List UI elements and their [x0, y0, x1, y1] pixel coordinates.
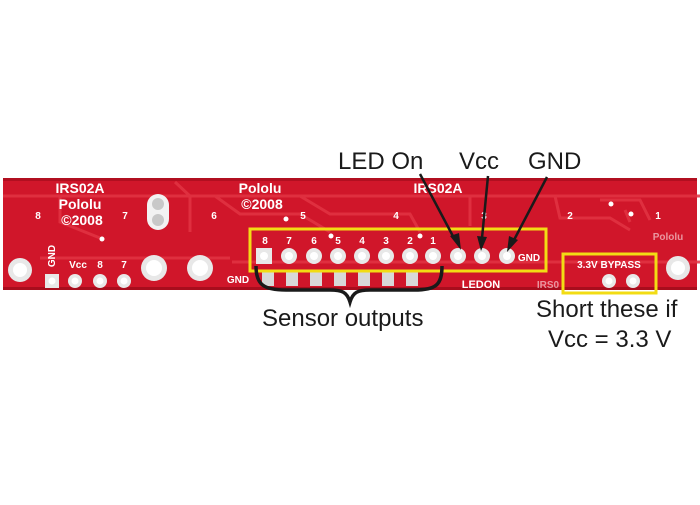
- header-number: 7: [286, 236, 292, 247]
- led-on-callout: LED On: [338, 148, 424, 175]
- top-number: 7: [122, 211, 128, 222]
- left-block-line3: ©2008: [61, 212, 103, 228]
- pcb-edge-top: [3, 178, 697, 181]
- callout-arrows: [418, 173, 549, 252]
- left-pin-vcc: Vcc: [69, 260, 87, 271]
- left-pin-7: 7: [121, 260, 127, 271]
- vcc-callout: Vcc: [459, 148, 500, 175]
- mounting-holes: [8, 255, 690, 282]
- bypass-label: 3.3V BYPASS: [577, 260, 641, 271]
- left-pin-gnd: GND: [47, 245, 58, 267]
- right-block-line1: IRS02A: [413, 180, 462, 196]
- header-number: 5: [335, 236, 341, 247]
- left-pins: [45, 274, 131, 288]
- top-number: 5: [300, 211, 306, 222]
- bypass-pads: [602, 274, 640, 288]
- header-number: 1: [430, 236, 436, 247]
- left-block-line1: IRS02A: [55, 180, 104, 196]
- header-number: 6: [311, 236, 317, 247]
- header-number: 2: [407, 236, 413, 247]
- gnd-callout: GND: [528, 148, 582, 175]
- lower-pads: [262, 272, 418, 286]
- left-block-line2: Pololu: [59, 196, 102, 212]
- pcb-edge-bottom: [3, 287, 697, 290]
- sensor-outputs-callout: Sensor outputs: [262, 305, 424, 332]
- top-number: 8: [35, 211, 41, 222]
- top-number: 1: [655, 211, 661, 222]
- left-pin-8: 8: [97, 260, 103, 271]
- sensor-outputs-brace: [254, 265, 444, 309]
- right-edge-text: Pololu: [653, 232, 684, 243]
- top-number: 4: [393, 211, 399, 222]
- bottom-gnd-label: GND: [227, 275, 249, 286]
- header-number: 3: [383, 236, 389, 247]
- header-number: 8: [262, 236, 268, 247]
- center-block-line1: Pololu: [239, 180, 282, 196]
- trace-vias: [99, 201, 634, 242]
- header-highlight-box: [248, 227, 548, 273]
- header-numbers: 8 7 6 5 4 3 2 1: [262, 236, 436, 247]
- short-line1-callout: Short these if: [536, 296, 678, 323]
- short-line2-callout: Vcc = 3.3 V: [548, 326, 672, 353]
- ledon-label: LEDON: [462, 279, 501, 291]
- header-gnd-label: GND: [518, 253, 540, 264]
- top-number: 2: [567, 211, 573, 222]
- bypass-highlight-box: [561, 252, 658, 295]
- center-block-line2: ©2008: [241, 196, 283, 212]
- irs-bottom-label: IRS0: [537, 280, 560, 291]
- header-pads: [256, 248, 515, 264]
- header-number: 4: [359, 236, 365, 247]
- top-number: 6: [211, 211, 217, 222]
- sensor-window: [147, 194, 169, 230]
